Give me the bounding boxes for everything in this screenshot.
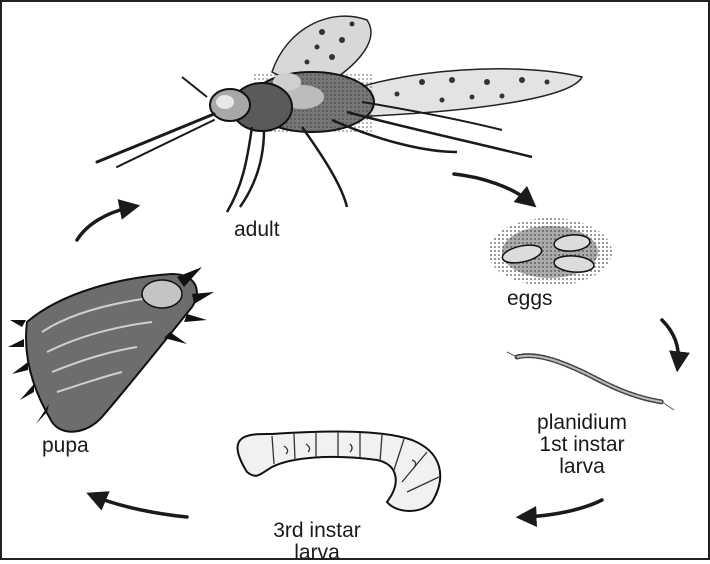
- arrow-eggs-to-planidium: [662, 320, 678, 364]
- arrow-adult-to-eggs: [454, 174, 530, 202]
- label-planidium: planidium 1st instar larva: [512, 412, 652, 478]
- label-third-instar: 3rd instar larva: [242, 520, 392, 564]
- third-instar-larva-drawing: [237, 432, 440, 511]
- pupa-drawing: [8, 267, 214, 432]
- label-eggs: eggs: [507, 288, 553, 310]
- label-planidium-line3: larva: [512, 456, 652, 478]
- label-adult: adult: [234, 219, 280, 241]
- label-planidium-line1: planidium: [512, 412, 652, 434]
- label-third-instar-line2: larva: [242, 542, 392, 564]
- planidium-larva-drawing: [507, 352, 674, 410]
- arrow-pupa-to-adult: [77, 207, 132, 240]
- label-pupa: pupa: [42, 435, 89, 457]
- label-planidium-line2: 1st instar: [512, 434, 652, 456]
- eggs-drawing: [488, 218, 612, 286]
- arrow-planidium-to-third-instar: [524, 500, 602, 517]
- adult-fly-drawing: [97, 16, 582, 212]
- label-third-instar-line1: 3rd instar: [242, 520, 392, 542]
- arrow-third-instar-to-pupa: [94, 496, 187, 517]
